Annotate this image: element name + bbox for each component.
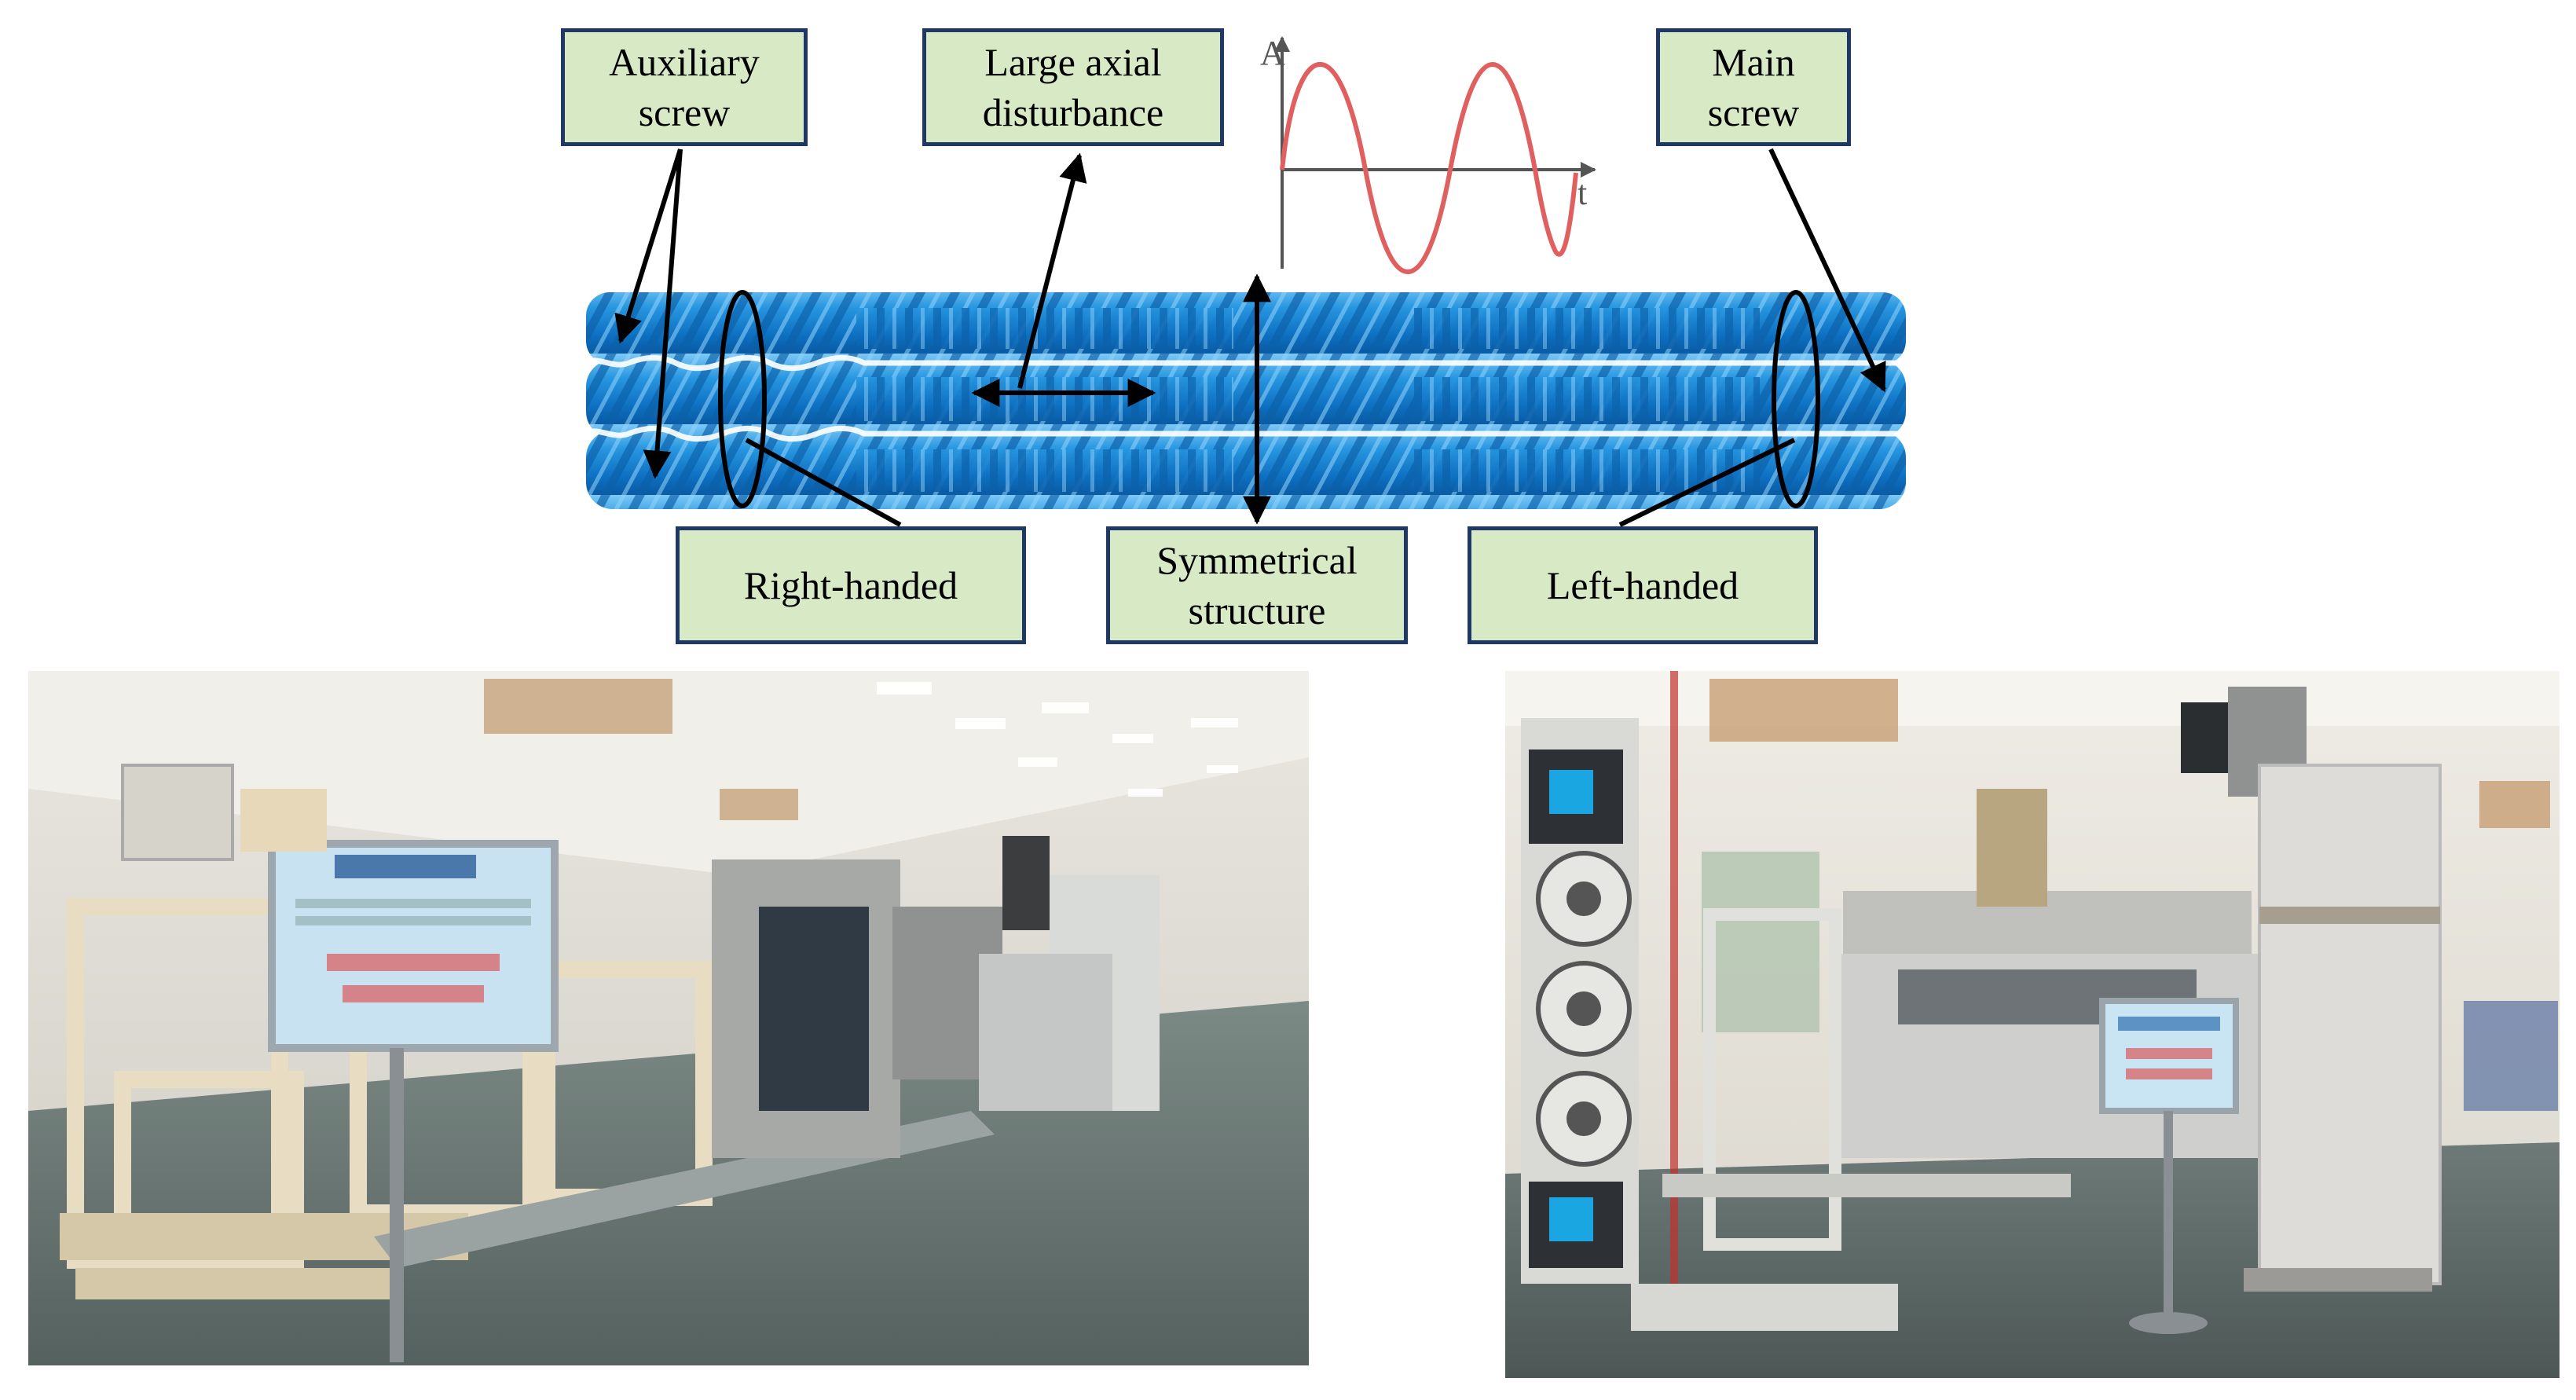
right-leader	[745, 438, 902, 527]
callout-auxiliary-screw: Auxiliary screw	[561, 28, 808, 146]
screw-row-top	[586, 292, 1906, 365]
sine-curve	[1280, 61, 1578, 275]
left-leader	[1618, 438, 1796, 527]
aux-leader-2	[643, 148, 683, 479]
aux-leader-1	[614, 148, 683, 344]
screw-diagram: A t	[584, 34, 1906, 527]
motor-stack	[1529, 749, 1632, 1268]
callout-main-screw: Main screw	[1656, 28, 1851, 146]
waveform-x-label: t	[1577, 174, 1587, 212]
callout-symmetrical-structure: Symmetrical structure	[1106, 526, 1408, 644]
extruder-line-photo	[28, 671, 1309, 1365]
main-leader	[1768, 148, 1886, 393]
waveform-y-label: A	[1260, 34, 1285, 72]
screw-row-middle	[586, 360, 1906, 438]
callout-right-handed: Right-handed	[676, 526, 1026, 644]
info-sign	[268, 840, 559, 1362]
info-sign	[2099, 998, 2239, 1334]
screw-row-bottom	[586, 431, 1906, 509]
callout-large-axial-disturbance: Large axial disturbance	[922, 28, 1224, 146]
waveform-inset: A t	[1260, 34, 1596, 275]
large-leader	[1017, 152, 1087, 389]
callout-left-handed: Left-handed	[1468, 526, 1818, 644]
extruder-machine-photo	[1505, 671, 2560, 1378]
screw-assembly	[584, 292, 1906, 509]
right-handed-marker	[718, 290, 767, 508]
left-handed-marker	[1772, 290, 1820, 508]
